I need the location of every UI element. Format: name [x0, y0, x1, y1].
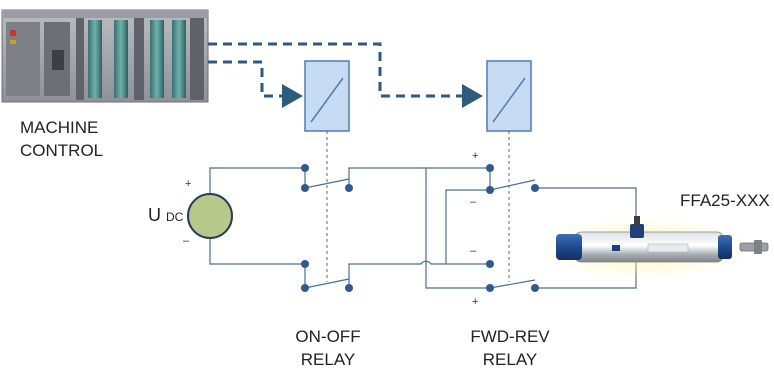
wire-fwd-second	[445, 189, 490, 264]
fwd-rev-top-plus: +	[472, 150, 479, 162]
terminal	[486, 260, 494, 268]
supply-label-main: U	[148, 205, 161, 225]
fwd-rev-blade-top	[489, 179, 536, 191]
wire-bus-bottom	[348, 260, 490, 288]
supply-label: U DC	[148, 205, 183, 228]
control-signal-lines	[208, 42, 483, 108]
supply-plus-sign: +	[185, 178, 192, 190]
fwd-rev-bottom-plus: +	[472, 296, 479, 308]
wire-bus-top-drop	[425, 168, 490, 289]
relay-coil-on-off	[304, 60, 350, 132]
terminal	[531, 184, 539, 192]
terminal	[345, 284, 353, 292]
actuator-model-label: FFA25-XXX	[680, 191, 770, 210]
terminal	[486, 186, 494, 194]
terminal	[301, 184, 309, 192]
terminal	[531, 284, 539, 292]
wire-bus-top	[348, 167, 490, 188]
on-off-blade-top	[304, 178, 350, 189]
fwd-rev-second-minus: –	[470, 196, 477, 208]
control-line-on-off	[208, 60, 303, 108]
fwd-rev-third-minus: –	[470, 245, 477, 257]
supply-label-sub: DC	[166, 210, 184, 224]
on-off-relay-label-line2: RELAY	[300, 350, 356, 369]
terminal	[301, 284, 309, 292]
relay-coil-fwd-rev	[486, 60, 532, 132]
control-line-fwd-rev	[208, 42, 483, 108]
machine-control-label-line1: MACHINE	[20, 118, 99, 137]
fwd-rev-relay-label-line1: FWD-REV	[470, 327, 550, 346]
dc-supply-symbol	[187, 193, 233, 239]
terminal	[486, 164, 494, 172]
actuator-image	[535, 216, 769, 280]
plc-image	[1, 9, 209, 103]
relay-linkages	[326, 131, 510, 282]
fwd-rev-blade-bottom	[489, 279, 536, 289]
machine-control-label-line2: CONTROL	[20, 141, 104, 160]
supply-minus-sign: –	[183, 235, 190, 247]
terminal	[345, 184, 353, 192]
terminal	[301, 164, 309, 172]
terminals	[301, 164, 539, 292]
terminal	[486, 284, 494, 292]
wire-supply-top	[209, 167, 305, 196]
on-off-blade-bottom	[304, 278, 350, 289]
fwd-rev-relay-label-line2: RELAY	[482, 350, 538, 369]
wire-supply-bottom	[209, 236, 305, 265]
on-off-relay-label-line1: ON-OFF	[295, 327, 361, 346]
terminal	[301, 260, 309, 268]
